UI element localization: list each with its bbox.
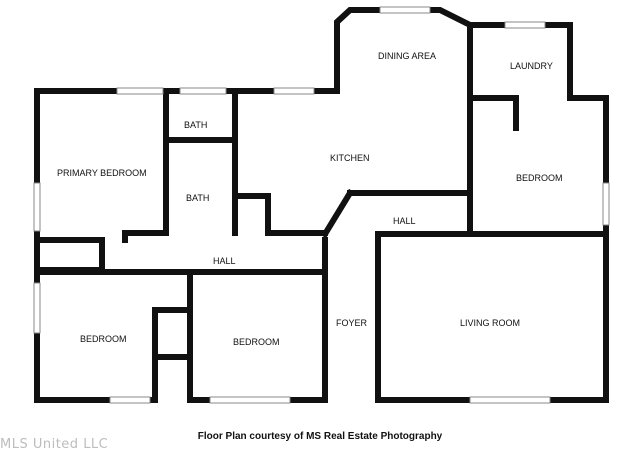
- interior-walls: [34, 88, 609, 360]
- room-label-dining-area: DINING AREA: [378, 51, 437, 61]
- room-label-primary-bedroom: PRIMARY BEDROOM: [57, 168, 147, 178]
- room-label-bedroom-bottom-left: BEDROOM: [80, 334, 127, 344]
- room-label-bedroom-bottom-center: BEDROOM: [233, 337, 280, 347]
- room-label-hall-left: HALL: [213, 256, 236, 266]
- room-label-laundry: LAUNDRY: [510, 61, 553, 71]
- room-label-foyer: FOYER: [336, 318, 368, 328]
- watermark: MLS United LLC: [0, 437, 109, 452]
- room-label-hall-right: HALL: [393, 216, 416, 226]
- room-label-kitchen: KITCHEN: [330, 153, 370, 163]
- room-label-bath-lower: BATH: [186, 193, 210, 203]
- room-label-bedroom-right: BEDROOM: [516, 173, 563, 183]
- room-label-living-room: LIVING ROOM: [460, 318, 521, 328]
- windows: [33, 6, 610, 404]
- floor-plan-caption: Floor Plan courtesy of MS Real Estate Ph…: [197, 431, 443, 442]
- room-label-bath-upper: BATH: [184, 120, 208, 130]
